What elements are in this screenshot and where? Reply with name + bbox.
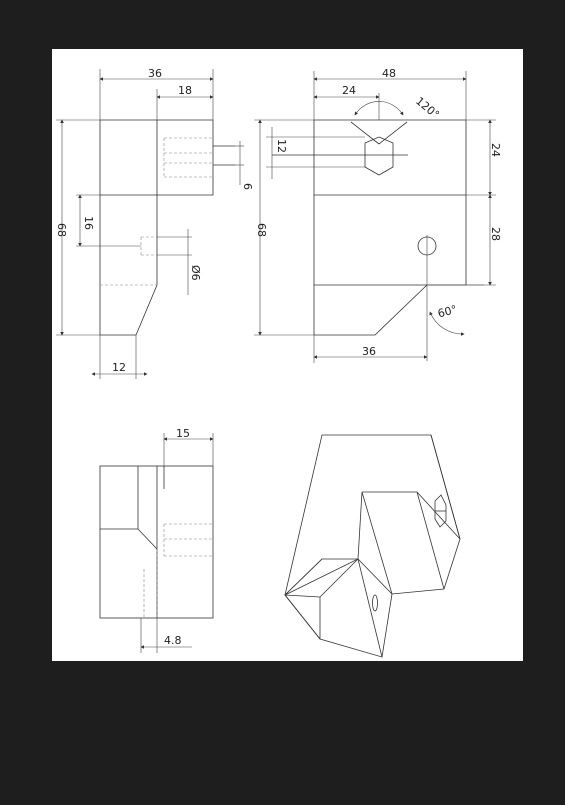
dim-front-gap: 6 [241, 183, 254, 190]
technical-drawing: 36 18 68 16 6 Ø6 [55, 67, 502, 658]
dim-front-height: 68 [55, 223, 68, 237]
dim-front-bottom: 12 [112, 361, 126, 374]
dim-side-right-mid: 28 [489, 227, 502, 241]
dim-front-upper: 18 [178, 84, 192, 97]
top-view: 15 4.8 [99, 427, 214, 653]
dim-side-bottom: 36 [362, 345, 376, 358]
dim-front-hole-height: 16 [82, 216, 95, 230]
front-view: 36 18 68 16 6 Ø6 [55, 67, 254, 379]
dim-side-height: 68 [255, 223, 268, 237]
dim-top-width: 15 [176, 427, 190, 440]
dim-side-angle-top: 120° [413, 94, 442, 121]
dim-front-width: 36 [148, 67, 162, 80]
dim-top-offset: 4.8 [164, 634, 182, 647]
dim-side-center: 24 [342, 84, 356, 97]
dim-side-angle-bottom: 60° [436, 303, 458, 321]
isometric-view [284, 434, 461, 658]
dim-side-width: 48 [382, 67, 396, 80]
dim-side-right-top: 24 [489, 143, 502, 157]
dim-side-hex: 12 [275, 139, 288, 153]
side-view: 120° 48 24 12 68 [254, 67, 502, 363]
drawing-sheet: 36 18 68 16 6 Ø6 [52, 49, 523, 661]
dim-front-diameter: Ø6 [189, 265, 202, 281]
